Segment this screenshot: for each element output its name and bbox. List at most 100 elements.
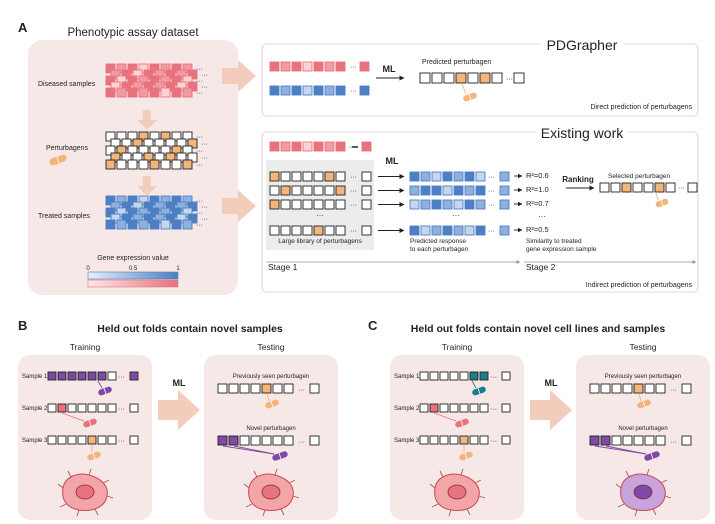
selected-cell	[610, 182, 621, 193]
gene-cell	[182, 207, 193, 218]
gene-cell	[160, 219, 171, 230]
gene-cell	[165, 69, 176, 80]
perturbagen-cell	[138, 159, 149, 170]
treated-samples-label: Treated samples	[38, 213, 90, 220]
down-arrow-2	[137, 176, 157, 196]
response-cell	[464, 199, 475, 210]
response-cell	[442, 185, 453, 196]
pdgrapher-ml-label: ML	[383, 64, 396, 74]
similarity-caption-1: Similarity to treated	[526, 238, 582, 245]
perturbagen-cell	[143, 138, 154, 149]
ellipsis: ···	[196, 222, 203, 229]
cell-nucleus	[633, 484, 653, 500]
predicted-cell	[431, 72, 443, 84]
gene-cell	[116, 63, 127, 74]
gene-cell	[149, 219, 160, 230]
response-cell	[420, 199, 431, 210]
selected-cell	[632, 182, 643, 193]
sample-cell	[107, 371, 117, 381]
sample-cell	[439, 371, 449, 381]
response-cell	[464, 225, 475, 236]
perturbagen-cell	[176, 138, 187, 149]
test-cell	[611, 383, 622, 394]
sample-cell	[449, 403, 459, 413]
gene-cell	[149, 63, 160, 74]
library-cell	[280, 171, 291, 182]
sample-cell	[501, 371, 511, 381]
library-cell	[269, 199, 280, 210]
predicted-responses: ···············	[409, 171, 510, 236]
test-cell	[217, 383, 228, 394]
ellipsis: ···	[350, 202, 357, 209]
perturbagen-cell	[127, 159, 138, 170]
sample-label: Sample 2	[22, 406, 48, 412]
library-cell	[280, 199, 291, 210]
library-cell	[291, 171, 302, 182]
selected-perturbagen-row: ···	[599, 182, 698, 208]
library-cell	[269, 225, 280, 236]
gene-cell	[187, 81, 198, 92]
sample-cell	[439, 435, 449, 445]
response-cell	[409, 185, 420, 196]
diseased-gene-cell	[324, 61, 335, 72]
ellipsis: ···	[201, 155, 208, 162]
perturbagen-cell	[160, 145, 171, 156]
selected-cell	[599, 182, 610, 193]
selected-cell	[621, 182, 632, 193]
ellipsis: ···	[118, 438, 125, 445]
response-cell	[464, 171, 475, 182]
treated-gene-cell	[302, 85, 313, 96]
test-cell	[681, 383, 692, 394]
perturbagen-cell	[116, 159, 127, 170]
selected-cell	[687, 182, 698, 193]
sample-cell	[77, 371, 87, 381]
response-cell	[431, 199, 442, 210]
gene-cell	[132, 201, 143, 212]
gene-cell	[187, 69, 198, 80]
gene-cell	[171, 219, 182, 230]
gene-cell	[110, 69, 121, 80]
diseased-gene-cell	[335, 61, 346, 72]
gene-cell	[105, 207, 116, 218]
perturbagen-cell	[182, 159, 193, 170]
gene-cell	[116, 75, 127, 86]
panel-b-letter: B	[18, 318, 27, 333]
ellipsis: ···	[670, 439, 677, 446]
response-cell	[442, 199, 453, 210]
sample-cell	[129, 435, 139, 445]
down-arrow-1	[137, 110, 157, 130]
test-cell	[309, 435, 320, 446]
test-cell	[611, 435, 622, 446]
test-cell	[622, 435, 633, 446]
gene-cell	[105, 63, 116, 74]
gene-cell	[182, 75, 193, 86]
diseased-gene-cell	[335, 141, 346, 152]
sample-cell	[449, 435, 459, 445]
gene-cell	[138, 75, 149, 86]
pill-icon	[644, 451, 660, 461]
test-cell	[600, 435, 611, 446]
treated-gene-cell	[313, 85, 324, 96]
response-cell	[420, 171, 431, 182]
ml-label: ML	[173, 378, 186, 388]
test-cell	[283, 383, 294, 394]
ellipsis: ···	[678, 185, 685, 192]
sample-label: Sample 1	[394, 374, 420, 380]
ml-big-arrow	[530, 390, 572, 430]
gene-cell	[187, 201, 198, 212]
sample-cell	[469, 435, 479, 445]
perturbagen-cell	[121, 138, 132, 149]
sample-label: Sample 1	[22, 374, 48, 380]
pill-divider	[92, 453, 96, 459]
gene-cell	[121, 69, 132, 80]
gene-cell	[121, 201, 132, 212]
gene-cell	[176, 81, 187, 92]
library-cell	[302, 225, 313, 236]
test-cell	[283, 435, 294, 446]
legend-tick-05: 0.5	[129, 266, 138, 272]
perturbagen-cell	[171, 131, 182, 142]
perturbagen-cell	[182, 145, 193, 156]
gene-cell	[138, 195, 149, 206]
test-cell	[261, 435, 272, 446]
